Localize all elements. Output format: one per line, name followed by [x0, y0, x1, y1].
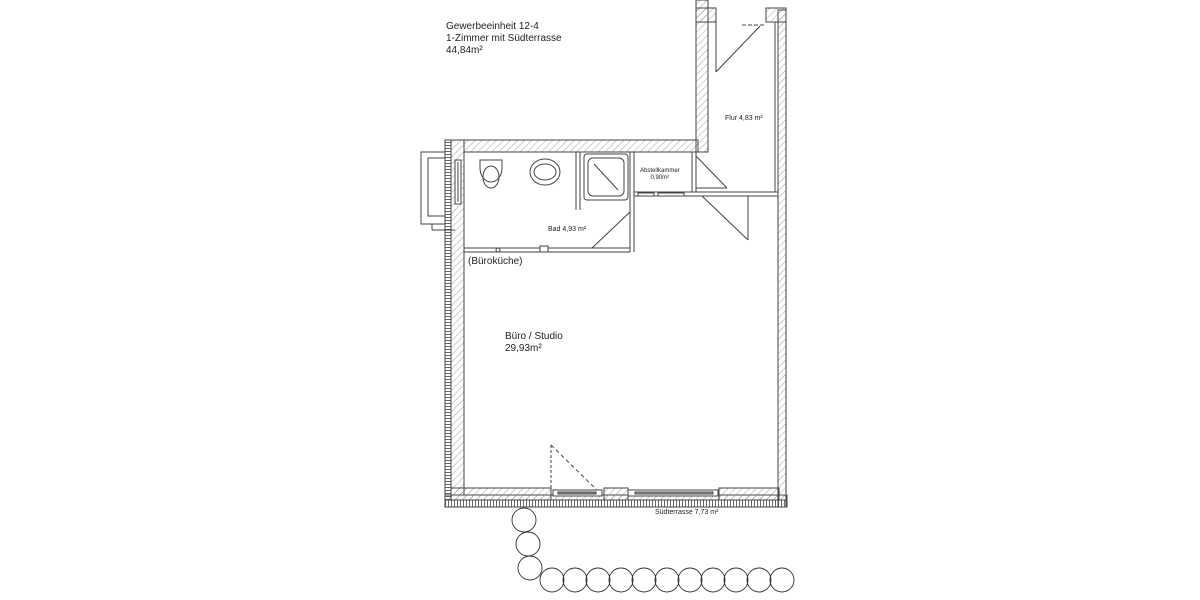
hedge [511, 507, 795, 593]
abstellkammer-name: Abstellkammer [640, 168, 680, 174]
unit-area: 44,84m² [446, 45, 483, 56]
buero-name: Büro / Studio [505, 331, 563, 342]
terrace-doors [550, 444, 719, 497]
abstellkammer-area: 0,90m² [650, 175, 670, 182]
room-label-abstellkammer: Abstellkammer 0,90m² [640, 168, 680, 182]
room-label-terrasse: Südterrasse 7,73 m² [655, 509, 719, 516]
buero-area: 29,93m² [505, 343, 542, 354]
room-label-flur: Flur 4,83 m² [725, 115, 763, 122]
room-label-kueche: (Büroküche) [468, 256, 523, 267]
bath-window [420, 151, 462, 231]
unit-name: Gewerbeeinheit 12-4 [446, 21, 539, 32]
walls [444, 0, 788, 508]
room-label-bad: Bad 4,93 m² [548, 226, 587, 233]
fixtures [479, 153, 629, 253]
room-label-buero: Büro / Studio 29,93m² [505, 331, 563, 355]
unit-title-block: Gewerbeeinheit 12-4 1-Zimmer mit Südterr… [446, 21, 562, 57]
unit-type: 1-Zimmer mit Südterrasse [446, 33, 562, 44]
